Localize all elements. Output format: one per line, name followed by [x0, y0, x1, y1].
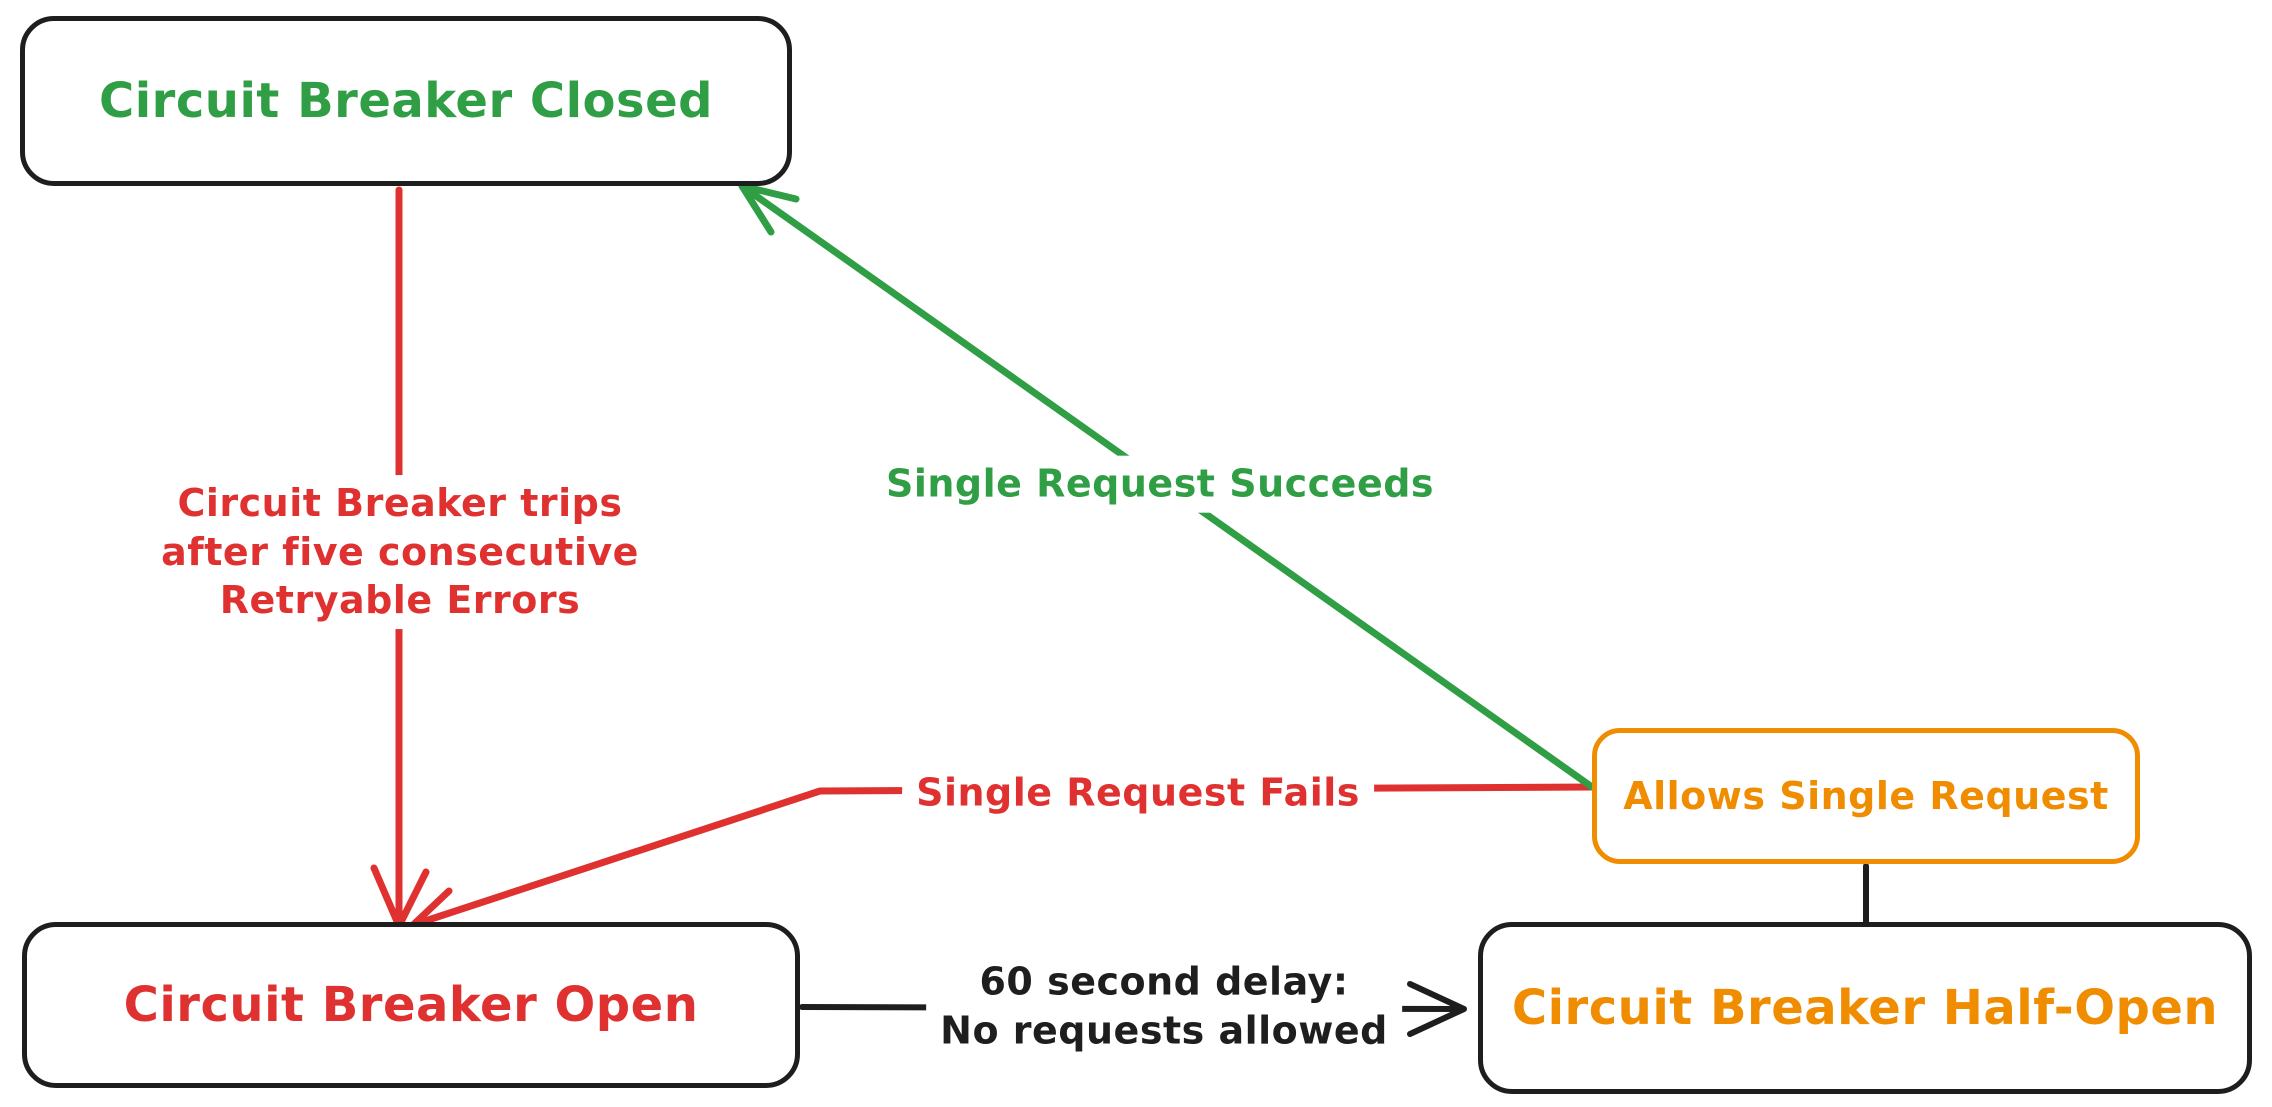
node-circuit-breaker-half-open: Circuit Breaker Half-Open	[1478, 922, 2252, 1094]
node-circuit-breaker-closed-label: Circuit Breaker Closed	[99, 73, 713, 129]
edge-label-succeeds: Single Request Succeeds	[871, 455, 1449, 513]
edge-label-delay-line-2: No requests allowed	[940, 1008, 1388, 1052]
edge-label-delay: 60 second delay: No requests allowed	[926, 953, 1402, 1059]
node-allows-single-request-label: Allows Single Request	[1623, 774, 2109, 818]
edge-succeeds-arrowhead	[738, 182, 800, 236]
edge-label-trip-line-2: after five consecutive	[161, 529, 639, 574]
node-circuit-breaker-half-open-label: Circuit Breaker Half-Open	[1511, 980, 2219, 1036]
edge-label-trip-line-3: Retryable Errors	[219, 578, 581, 623]
edge-label-fails: Single Request Fails	[902, 764, 1374, 822]
edge-label-delay-line-1: 60 second delay:	[979, 959, 1349, 1004]
edge-label-trip: Circuit Breaker trips after five consecu…	[147, 475, 653, 629]
node-circuit-breaker-open-label: Circuit Breaker Open	[123, 977, 699, 1033]
node-allows-single-request: Allows Single Request	[1592, 728, 2140, 864]
edge-delay-arrowhead	[1407, 981, 1467, 1037]
edge-label-trip-line-1: Circuit Breaker trips	[177, 481, 623, 526]
node-circuit-breaker-open: Circuit Breaker Open	[22, 922, 800, 1088]
node-circuit-breaker-closed: Circuit Breaker Closed	[20, 16, 792, 186]
